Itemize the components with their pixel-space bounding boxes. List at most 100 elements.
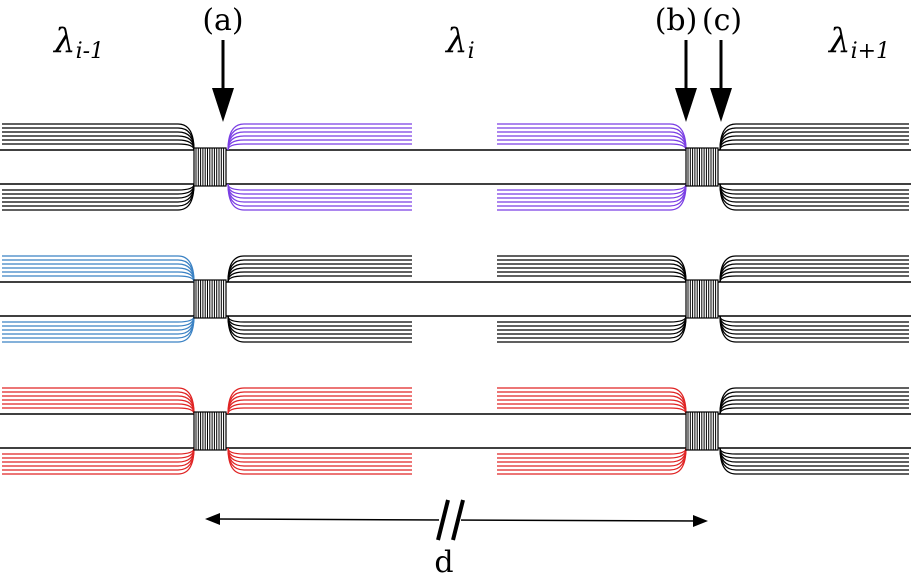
- fiber-strand: [2, 255, 195, 283]
- marker-b-label: (b): [655, 3, 698, 38]
- fiber-strand: [2, 127, 195, 151]
- fiber-strand: [719, 259, 909, 283]
- right-bundle-lower: [719, 315, 909, 343]
- middle-right-bundle-upper: [497, 387, 687, 415]
- distance-arrow-left: [205, 513, 220, 525]
- fiber-rows: [0, 123, 911, 475]
- fiber-strand: [497, 275, 687, 283]
- fiber-strand: [719, 143, 909, 151]
- fiber-strand: [719, 183, 909, 203]
- fiber-strand: [227, 275, 412, 283]
- fiber-strand: [719, 183, 909, 207]
- fiber-strand: [719, 183, 909, 211]
- fiber-strand: [227, 183, 412, 199]
- fiber-strand: [227, 315, 412, 331]
- fiber-strand: [227, 399, 412, 415]
- fiber-strand: [719, 395, 909, 415]
- fiber-strand: [227, 447, 412, 455]
- left-bundle-lower: [2, 447, 195, 475]
- fiber-strand: [227, 447, 412, 463]
- fiber-strand: [719, 315, 909, 343]
- fiber-strand: [2, 315, 195, 323]
- middle-right-bundle-upper: [497, 123, 687, 151]
- fiber-strand: [227, 403, 412, 415]
- fiber-strand: [2, 183, 195, 203]
- right-bundle-upper: [719, 123, 909, 151]
- fiber-strand: [227, 183, 412, 211]
- fiber-strand: [2, 407, 195, 415]
- fiber-strand: [2, 183, 195, 211]
- fiber-strand: [497, 127, 687, 151]
- fiber-strand: [719, 315, 909, 327]
- fiber-strand: [227, 183, 412, 207]
- fiber-strand: [227, 183, 412, 195]
- fiber-strand: [497, 447, 687, 467]
- fiber-strand: [227, 135, 412, 151]
- middle-left-bundle-upper: [227, 255, 412, 283]
- fiber-strand: [719, 183, 909, 195]
- fiber-strand: [497, 183, 687, 195]
- fiber-strand: [719, 399, 909, 415]
- fiber-strand: [497, 315, 687, 331]
- fiber-strand: [227, 315, 412, 335]
- fiber-strand: [227, 259, 412, 283]
- fiber-strand: [497, 387, 687, 415]
- fiber-strand: [497, 315, 687, 343]
- middle-right-bundle-lower: [497, 447, 687, 475]
- coupler-left: [193, 411, 227, 451]
- middle-left-bundle-lower: [227, 183, 412, 211]
- left-bundle-upper: [2, 123, 195, 151]
- fiber-strand: [497, 139, 687, 151]
- fiber-strand: [497, 447, 687, 475]
- fiber-strand: [2, 183, 195, 195]
- fiber-strand: [497, 255, 687, 283]
- middle-left-bundle-lower: [227, 315, 412, 343]
- fiber-strand: [497, 271, 687, 283]
- fiber-strand: [227, 263, 412, 283]
- fiber-strand: [227, 143, 412, 151]
- distance-label: d: [434, 545, 453, 576]
- fiber-strand: [227, 267, 412, 283]
- fiber-strand: [497, 447, 687, 455]
- fiber-strand: [497, 315, 687, 327]
- fiber-strand: [719, 391, 909, 415]
- fiber-strand: [497, 391, 687, 415]
- fiber-strand: [227, 315, 412, 339]
- fiber-strand: [2, 271, 195, 283]
- fiber-strand: [719, 127, 909, 151]
- middle-left-bundle-upper: [227, 387, 412, 415]
- fiber-strand: [497, 183, 687, 199]
- fiber-strand: [719, 387, 909, 415]
- fiber-strand: [497, 315, 687, 339]
- fiber-strand: [719, 135, 909, 151]
- middle-left-bundle-upper: [227, 123, 412, 151]
- fiber-row-3: [0, 387, 911, 475]
- distance-arrow-right: [693, 515, 708, 527]
- coupler-left: [193, 147, 227, 187]
- left-bundle-upper: [2, 255, 195, 283]
- fiber-strand: [497, 267, 687, 283]
- middle-right-bundle-upper: [497, 255, 687, 283]
- fiber-strand: [719, 267, 909, 283]
- distance-indicator: d: [205, 499, 708, 576]
- fiber-strand: [227, 315, 412, 327]
- fiber-strand: [719, 263, 909, 283]
- lambda-left-label: λi-1: [52, 21, 104, 64]
- marker-c-arrowhead: [710, 88, 732, 122]
- coupler-right: [685, 411, 719, 451]
- fiber-strand: [227, 183, 412, 203]
- fiber-strand: [2, 447, 195, 463]
- fiber-strand: [497, 315, 687, 323]
- fiber-strand: [227, 387, 412, 415]
- fiber-strand: [719, 447, 909, 463]
- fiber-strand: [497, 407, 687, 415]
- fiber-strand: [2, 275, 195, 283]
- fiber-strand: [719, 131, 909, 151]
- fiber-strand: [497, 447, 687, 459]
- fiber-strand: [227, 315, 412, 323]
- fiber-strand: [2, 183, 195, 207]
- fiber-strand: [2, 263, 195, 283]
- fiber-strand: [2, 131, 195, 151]
